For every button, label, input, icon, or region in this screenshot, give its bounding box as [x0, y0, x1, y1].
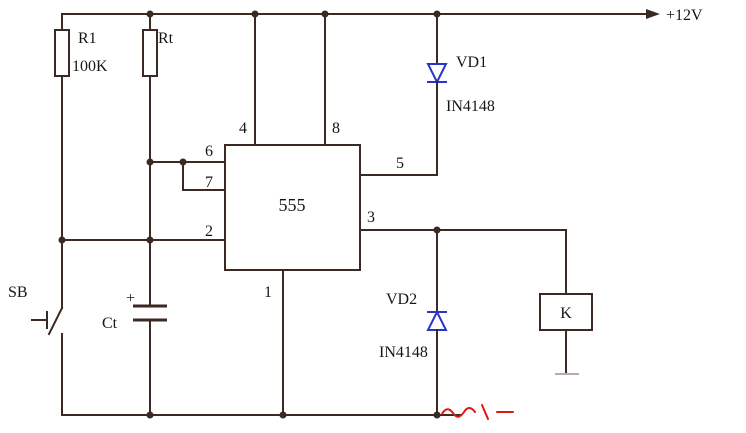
red-scribble — [441, 407, 476, 418]
label-vd1: VD1 — [456, 54, 487, 71]
label-ct: Ct — [102, 315, 118, 332]
junction-dot — [251, 10, 259, 18]
wire-pin7 — [182, 161, 226, 191]
label-supply: +12V — [666, 7, 703, 24]
ic-555-body — [224, 144, 361, 271]
label-ct-polarity: + — [126, 290, 135, 307]
label-pin-5: 5 — [396, 155, 404, 172]
relay-k-body — [539, 293, 593, 331]
label-pin-1: 1 — [264, 284, 272, 301]
junction-dot — [146, 10, 154, 18]
red-scribble — [481, 404, 514, 420]
label-vd2-part: IN4148 — [379, 344, 428, 361]
label-pin-7: 7 — [205, 174, 213, 191]
label-pin-4: 4 — [239, 120, 247, 137]
junction-dot — [279, 411, 287, 419]
junction-dot — [433, 10, 441, 18]
label-vd2: VD2 — [386, 291, 417, 308]
junction-dot — [146, 411, 154, 419]
junction-dot — [321, 10, 329, 18]
diode-vd1-icon — [426, 63, 448, 85]
junction-dot — [146, 158, 154, 166]
label-pin-8: 8 — [332, 120, 340, 137]
label-pin-2: 2 — [205, 223, 213, 240]
label-r1: R1 — [78, 30, 97, 47]
switch-sb-blade — [47, 306, 64, 336]
resistor-r1 — [54, 29, 70, 77]
label-pin-3: 3 — [367, 209, 375, 226]
label-vd1-part: IN4148 — [446, 98, 495, 115]
junction-dot — [146, 236, 154, 244]
junction-dot — [58, 236, 66, 244]
junction-dot — [433, 226, 441, 234]
label-k: K — [560, 305, 572, 322]
supply-arrow-icon — [646, 9, 660, 19]
label-ic-555: 555 — [279, 195, 306, 215]
label-r1-value: 100K — [72, 58, 108, 75]
switch-sb-actuator — [31, 311, 48, 329]
label-sb: SB — [8, 284, 28, 301]
diode-vd2-icon — [426, 309, 448, 331]
junction-dot — [179, 158, 187, 166]
label-pin-6: 6 — [205, 143, 213, 160]
resistor-rt — [142, 29, 158, 77]
label-rt: Rt — [158, 30, 174, 47]
junction-dot — [433, 411, 441, 419]
